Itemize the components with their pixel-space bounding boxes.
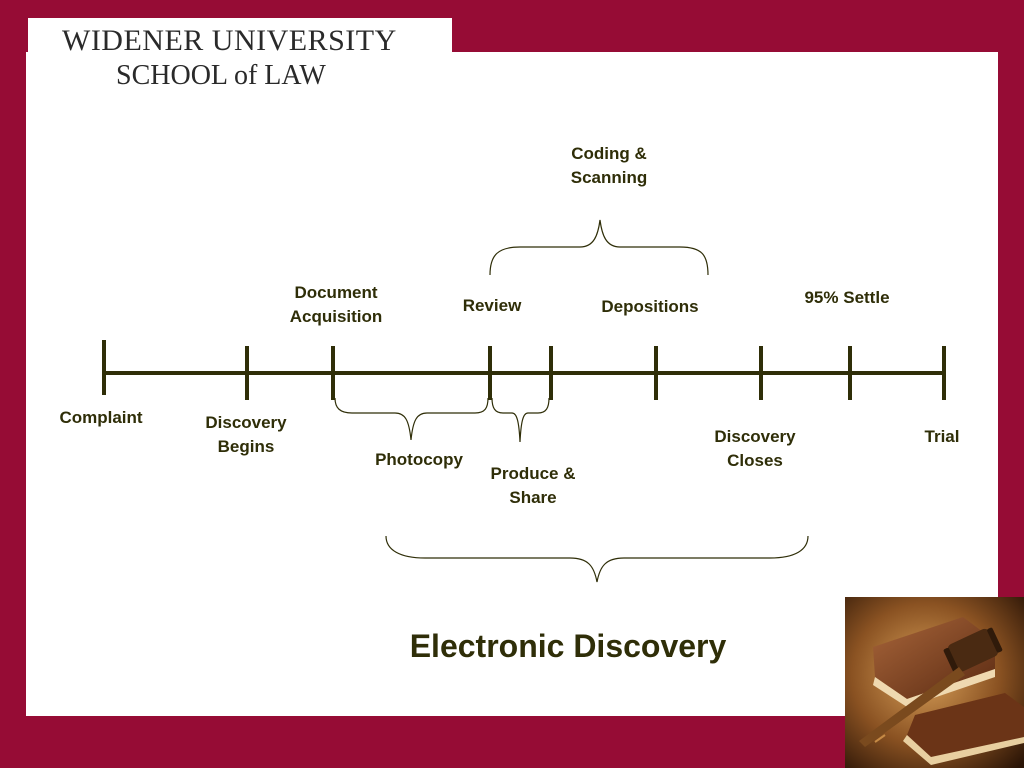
content-panel bbox=[26, 52, 998, 716]
brace-electronic-discovery bbox=[385, 535, 809, 583]
label-document-acquisition: Document Acquisition bbox=[289, 283, 383, 326]
label-depositions: Depositions bbox=[601, 297, 699, 316]
label-complaint: Complaint bbox=[59, 408, 143, 427]
brace-coding-scanning bbox=[489, 219, 709, 276]
label-95-settle: 95% Settle bbox=[804, 288, 890, 307]
gavel-books-image bbox=[845, 597, 1024, 768]
electronic-discovery-title: Electronic Discovery bbox=[409, 628, 727, 664]
brace-produce-share bbox=[491, 397, 550, 443]
label-coding-scanning: Coding & Scanning bbox=[570, 144, 648, 187]
label-photocopy: Photocopy bbox=[375, 450, 463, 469]
logo-line-2: SCHOOL of LAW bbox=[116, 60, 326, 91]
label-produce-share: Produce & Share bbox=[490, 464, 576, 507]
label-review: Review bbox=[462, 296, 522, 315]
label-trial: Trial bbox=[924, 427, 960, 446]
label-discovery-begins: Discovery Begins bbox=[205, 413, 287, 456]
school-logo: WIDENER UNIVERSITY SCHOOL of LAW bbox=[28, 18, 452, 100]
brace-photocopy bbox=[334, 397, 489, 441]
logo-line-1: WIDENER UNIVERSITY bbox=[62, 24, 397, 57]
label-discovery-closes: Discovery Closes bbox=[714, 427, 796, 470]
